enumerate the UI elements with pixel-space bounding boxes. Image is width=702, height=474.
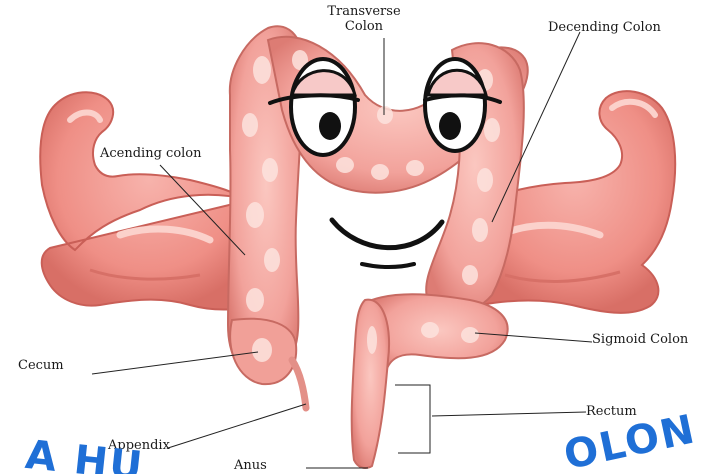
left-arm bbox=[40, 92, 258, 309]
label-anus: Anus bbox=[234, 458, 267, 473]
label-transverse-colon: Transverse Colon bbox=[326, 4, 402, 34]
leader-cecum bbox=[92, 352, 258, 374]
leader-appendix bbox=[168, 404, 306, 448]
leader-rectum bbox=[432, 412, 586, 416]
label-sigmoid-colon: Sigmoid Colon bbox=[592, 332, 688, 347]
label-ascending-colon: Acending colon bbox=[100, 146, 202, 161]
label-cecum: Cecum bbox=[18, 358, 64, 373]
label-descending-colon: Decending Colon bbox=[548, 20, 661, 35]
rectum-bracket bbox=[395, 385, 430, 453]
label-rectum: Rectum bbox=[586, 404, 637, 419]
